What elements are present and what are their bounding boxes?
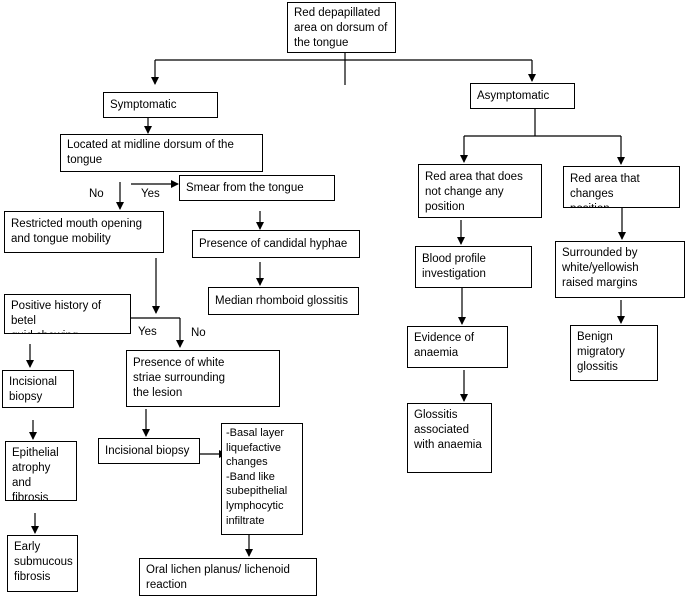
node-root: Red depapillated area on dorsum of the t…: [287, 2, 396, 53]
node-smear: Smear from the tongue: [179, 175, 335, 201]
node-lichen: Oral lichen planus/ lichenoid reaction: [139, 558, 317, 596]
label-no-betel: No: [191, 327, 206, 339]
label-no-midline: No: [89, 188, 104, 200]
node-benign: Benign migratory glossitis: [570, 325, 658, 381]
node-white-striae: Presence of white striae surrounding the…: [126, 350, 280, 407]
node-submucous: Early submucous fibrosis: [7, 535, 78, 592]
label-yes-betel: Yes: [138, 326, 157, 338]
node-changes: Red area that changes position: [563, 166, 680, 208]
node-surrounded: Surrounded by white/yellowish raised mar…: [555, 241, 685, 298]
node-asymptomatic: Asymptomatic: [470, 83, 575, 109]
node-glossitis-anaemia: Glossitis associated with anaemia: [407, 403, 492, 473]
node-epithelial: Epithelial atrophy and fibrosis: [5, 441, 77, 501]
node-candidal: Presence of candidal hyphae: [192, 230, 360, 258]
node-blood: Blood profile investigation: [415, 246, 532, 288]
node-restricted: Restricted mouth opening and tongue mobi…: [4, 211, 164, 253]
node-biopsy-left: Incisional biopsy: [2, 370, 74, 408]
node-midline: Located at midline dorsum of the tongue: [60, 134, 263, 172]
label-yes-midline: Yes: [141, 188, 160, 200]
node-symptomatic: Symptomatic: [103, 92, 218, 118]
node-biopsy-mid: Incisional biopsy: [98, 438, 200, 464]
node-betel: Positive history of betel quid chewing: [4, 294, 131, 334]
node-no-change: Red area that does not change any positi…: [418, 164, 542, 218]
node-basal: -Basal layer liquefactive changes -Band …: [221, 423, 303, 535]
node-anaemia-evidence: Evidence of anaemia: [407, 326, 508, 368]
node-median: Median rhomboid glossitis: [208, 287, 359, 315]
